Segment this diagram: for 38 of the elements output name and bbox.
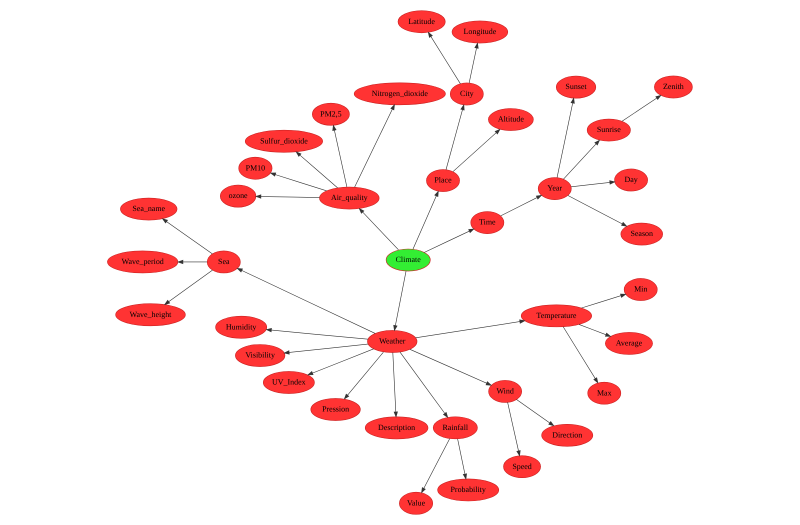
arrow [358,208,399,250]
arrow [421,438,450,494]
arrow [424,228,475,253]
arrow [400,352,448,418]
arrow [296,151,338,188]
arrow [578,324,612,337]
arrow [332,124,348,188]
arrow [581,294,627,308]
arrow [415,319,526,338]
arrow [410,349,492,386]
arrow [164,270,213,306]
arrow [412,190,439,250]
arrow [622,94,662,122]
arrow [500,194,542,216]
arrow [162,218,213,254]
arrow [562,326,598,384]
arrow [507,402,521,457]
arrow [307,348,374,376]
arrow [177,260,208,264]
arrow [393,270,406,332]
arrow [446,104,465,170]
arrow [270,172,327,192]
arrow [283,344,368,355]
arrow [266,328,368,340]
arrow [354,104,395,188]
arrow [556,97,575,178]
arrow [392,352,398,418]
arrow [457,438,467,480]
arrow [428,32,461,84]
arrow [468,42,479,84]
arrow [568,195,628,227]
arrow [344,352,384,400]
arrow [236,268,376,334]
arrow [570,180,616,188]
arrow [452,128,501,172]
arrow [516,399,555,426]
arrow [255,194,320,199]
arrow [563,140,600,180]
